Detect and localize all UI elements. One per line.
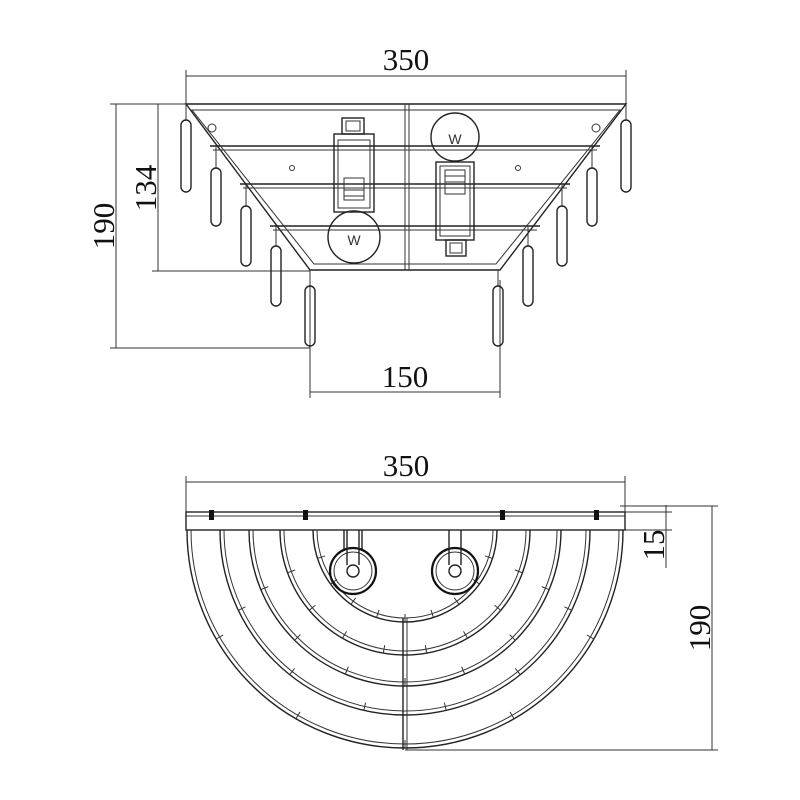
top-width-dimension: 350 [185, 448, 626, 512]
front-height-dimension: 190 [86, 103, 310, 349]
wall-plate [185, 510, 626, 531]
crystal-pendant [270, 226, 282, 307]
socket-left [328, 530, 378, 596]
bulb-marking: W [347, 232, 361, 248]
ring [279, 529, 531, 656]
crystal-pendant [492, 270, 504, 347]
top-depth-dimension: 190 [405, 505, 718, 751]
plate-depth-dimension: 15 [625, 505, 672, 568]
front-frame [184, 103, 628, 271]
crystal-pendant [304, 270, 316, 347]
ring [248, 529, 562, 687]
semicircular-rings [186, 529, 624, 749]
front-width-dimension: 350 [185, 42, 627, 108]
plate-depth-label: 15 [636, 530, 671, 561]
crystal-pendant [210, 146, 222, 227]
mount-hole [591, 123, 601, 133]
top-depth-label: 190 [682, 605, 717, 652]
front-height-label: 190 [86, 203, 121, 250]
bulb-icon [430, 112, 480, 162]
crystal-pendant [556, 184, 568, 267]
top-view: 350 15 190 [185, 448, 718, 751]
ring [312, 529, 498, 623]
bulb-marking: W [448, 131, 462, 147]
right-bulb-assembly: W [430, 112, 480, 257]
front-view: 350 190 134 150 [86, 42, 632, 398]
crystal-pendant [620, 104, 632, 193]
mount-hole [207, 123, 217, 133]
crystal-pendant [180, 104, 192, 193]
front-bottom-width-label: 150 [382, 359, 429, 394]
ring [219, 529, 591, 716]
front-width-label: 350 [383, 42, 430, 77]
left-bulb-assembly: W [327, 117, 381, 264]
crystal-pendant [522, 226, 534, 307]
ring [186, 529, 624, 749]
crystal-pendant [586, 146, 598, 227]
top-width-label: 350 [383, 448, 430, 483]
front-mid-height-label: 134 [128, 164, 163, 211]
socket-right [430, 530, 480, 596]
front-bottom-width-dimension: 150 [309, 280, 501, 398]
front-mid-height-dimension: 134 [128, 104, 310, 272]
bulb-icon [327, 210, 381, 264]
crystal-pendant [240, 184, 252, 267]
hanging-crystals [180, 104, 632, 347]
